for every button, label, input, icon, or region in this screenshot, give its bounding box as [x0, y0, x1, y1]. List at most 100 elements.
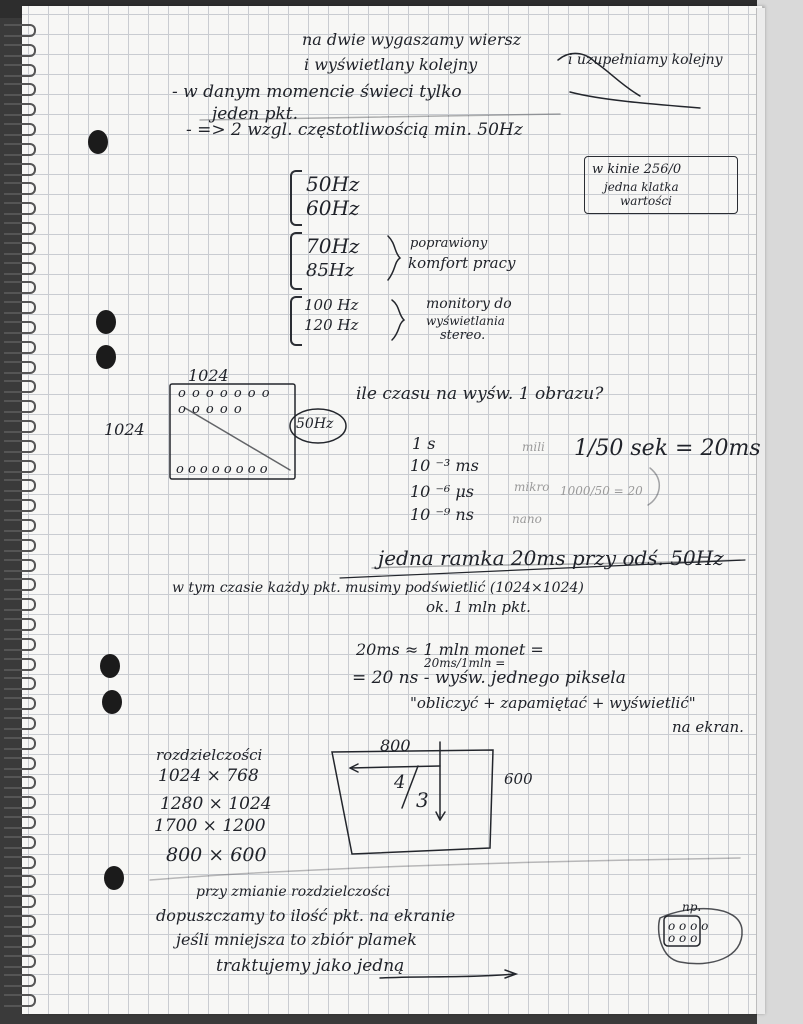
- spiral-coil: [4, 816, 36, 829]
- spiral-coil: [4, 538, 36, 552]
- spiral-coil: [4, 142, 36, 156]
- frame-body: w tym czasie każdy pkt. musimy podświetl…: [172, 580, 584, 596]
- resolution-item: 800 × 600: [166, 844, 267, 866]
- frequency-value: 100 Hz: [304, 296, 359, 314]
- page-edge: [756, 8, 765, 1014]
- bottom-note: dopuszczamy to ilość pkt. na ekranie: [156, 906, 456, 925]
- note-box-line: wartości: [620, 194, 672, 208]
- frequency-note: poprawiony: [410, 236, 488, 251]
- punch-hole: [102, 690, 122, 714]
- note-line: - w danym momencie świeci tylko: [172, 82, 462, 102]
- frame-approx: ok. 1 mln pkt.: [426, 598, 531, 616]
- aspect-ratio-denominator: 3: [416, 788, 429, 812]
- spiral-coil: [4, 954, 36, 968]
- frequency-note: komfort pracy: [408, 254, 516, 272]
- resolution-item: 1280 × 1024: [160, 794, 272, 814]
- spiral-coil: [4, 618, 36, 631]
- spiral-coil: [4, 83, 36, 97]
- spiral-coil: [4, 439, 36, 453]
- time-unit: 10 ⁻³ ms: [410, 456, 479, 475]
- frequency-note: monitory do: [426, 296, 512, 312]
- frequency-note: wyświetlania: [426, 314, 505, 328]
- spiral-coil: [4, 63, 36, 77]
- frame-equation-small: 20ms/1mln =: [424, 656, 506, 670]
- frame-time-calc: 1000/50 = 20: [560, 484, 643, 498]
- frequency-value: 70Hz: [306, 234, 360, 258]
- spiral-coil: [4, 162, 36, 176]
- note-line: na dwie wygaszamy wiersz: [302, 30, 522, 49]
- spiral-coil: [4, 835, 36, 849]
- spiral-coil: [4, 103, 36, 117]
- unit-prefix: mili: [522, 440, 545, 454]
- time-unit: 10 ⁻⁶ μs: [410, 482, 474, 501]
- spiral-coil: [4, 657, 36, 671]
- diagram-frequency-label: 50Hz: [296, 416, 334, 432]
- note-insert: i uzupełniamy kolejny: [568, 52, 723, 68]
- aspect-ratio-numerator: 4: [394, 772, 406, 793]
- frequency-value: 85Hz: [306, 260, 355, 281]
- spiral-coil: [4, 756, 36, 770]
- spiral-coil: [4, 281, 36, 295]
- spiral-coil: [4, 43, 36, 57]
- pixel-cluster-sketch: o o o o o o o: [668, 919, 709, 945]
- punch-hole: [100, 654, 120, 678]
- spiral-coil: [4, 182, 36, 196]
- spiral-coil: [4, 241, 36, 255]
- frequency-note: stereo.: [440, 328, 486, 343]
- frame-time-formula: 1/50 sek = 20ms: [574, 436, 761, 461]
- unit-prefix: mikro: [514, 480, 550, 494]
- spiral-coil: [4, 558, 36, 572]
- spiral-coil: [4, 697, 36, 711]
- spiral-coil: [4, 677, 36, 691]
- spiral-coil: [4, 499, 36, 513]
- spiral-coil: [4, 420, 36, 433]
- note-line: i wyświetlany kolejny: [304, 55, 478, 74]
- spiral-binding: [0, 18, 40, 1018]
- note-box: [584, 156, 738, 214]
- bracket: [290, 296, 302, 346]
- monitor-width-label: 800: [380, 736, 411, 755]
- note-line: jeden pkt.: [212, 104, 299, 124]
- spiral-coil: [4, 915, 36, 928]
- bracket: [290, 232, 302, 290]
- note-box-line: w kinie 256/0: [592, 162, 682, 177]
- pixel-row: o o o o o o o: [178, 386, 271, 401]
- spiral-coil: [4, 974, 36, 988]
- spiral-coil: [4, 637, 36, 651]
- note-box-line: jedna klatka: [604, 180, 679, 194]
- resolution-item: 1700 × 1200: [154, 816, 266, 836]
- punch-hole: [96, 310, 116, 334]
- spiral-coil: [4, 717, 36, 730]
- spiral-coil: [4, 875, 36, 889]
- spiral-coil: [4, 123, 36, 136]
- spiral-coil: [4, 855, 36, 869]
- pixel-row: o o o o o o o o: [176, 462, 268, 477]
- monitor-height-label: 600: [504, 770, 533, 788]
- spiral-coil: [4, 301, 36, 315]
- resolution-item: 1024 × 768: [158, 766, 259, 786]
- punch-hole: [104, 866, 124, 890]
- frame-headline: jedna ramka 20ms przy odś. 50Hz: [378, 546, 724, 570]
- frame-equation: 20ms ≈ 1 mln monet =: [356, 640, 544, 659]
- frame-equation: "obliczyć + zapamiętać + wyświetlić": [410, 694, 696, 712]
- punch-hole: [88, 130, 108, 154]
- spiral-coil: [4, 202, 36, 216]
- spiral-coil: [4, 321, 36, 334]
- spiral-coil: [4, 776, 36, 790]
- diagram-height-label: 1024: [104, 420, 145, 439]
- punch-hole: [96, 345, 116, 369]
- spiral-coil: [4, 994, 36, 1008]
- bottom-note: jeśli mniejsza to zbiór plamek: [176, 930, 417, 949]
- spiral-coil: [4, 895, 36, 909]
- spiral-coil: [4, 578, 36, 592]
- spiral-coil: [4, 736, 36, 750]
- bottom-note: przy zmianie rozdzielczości: [196, 884, 391, 900]
- frequency-value: 120 Hz: [304, 316, 359, 334]
- frame-equation: = 20 ns - wyśw. jednego piksela: [352, 668, 626, 688]
- spiral-coil: [4, 519, 36, 532]
- spiral-coil: [4, 400, 36, 414]
- spiral-coil: [4, 934, 36, 948]
- spiral-coil: [4, 796, 36, 810]
- spiral-coil: [4, 459, 36, 473]
